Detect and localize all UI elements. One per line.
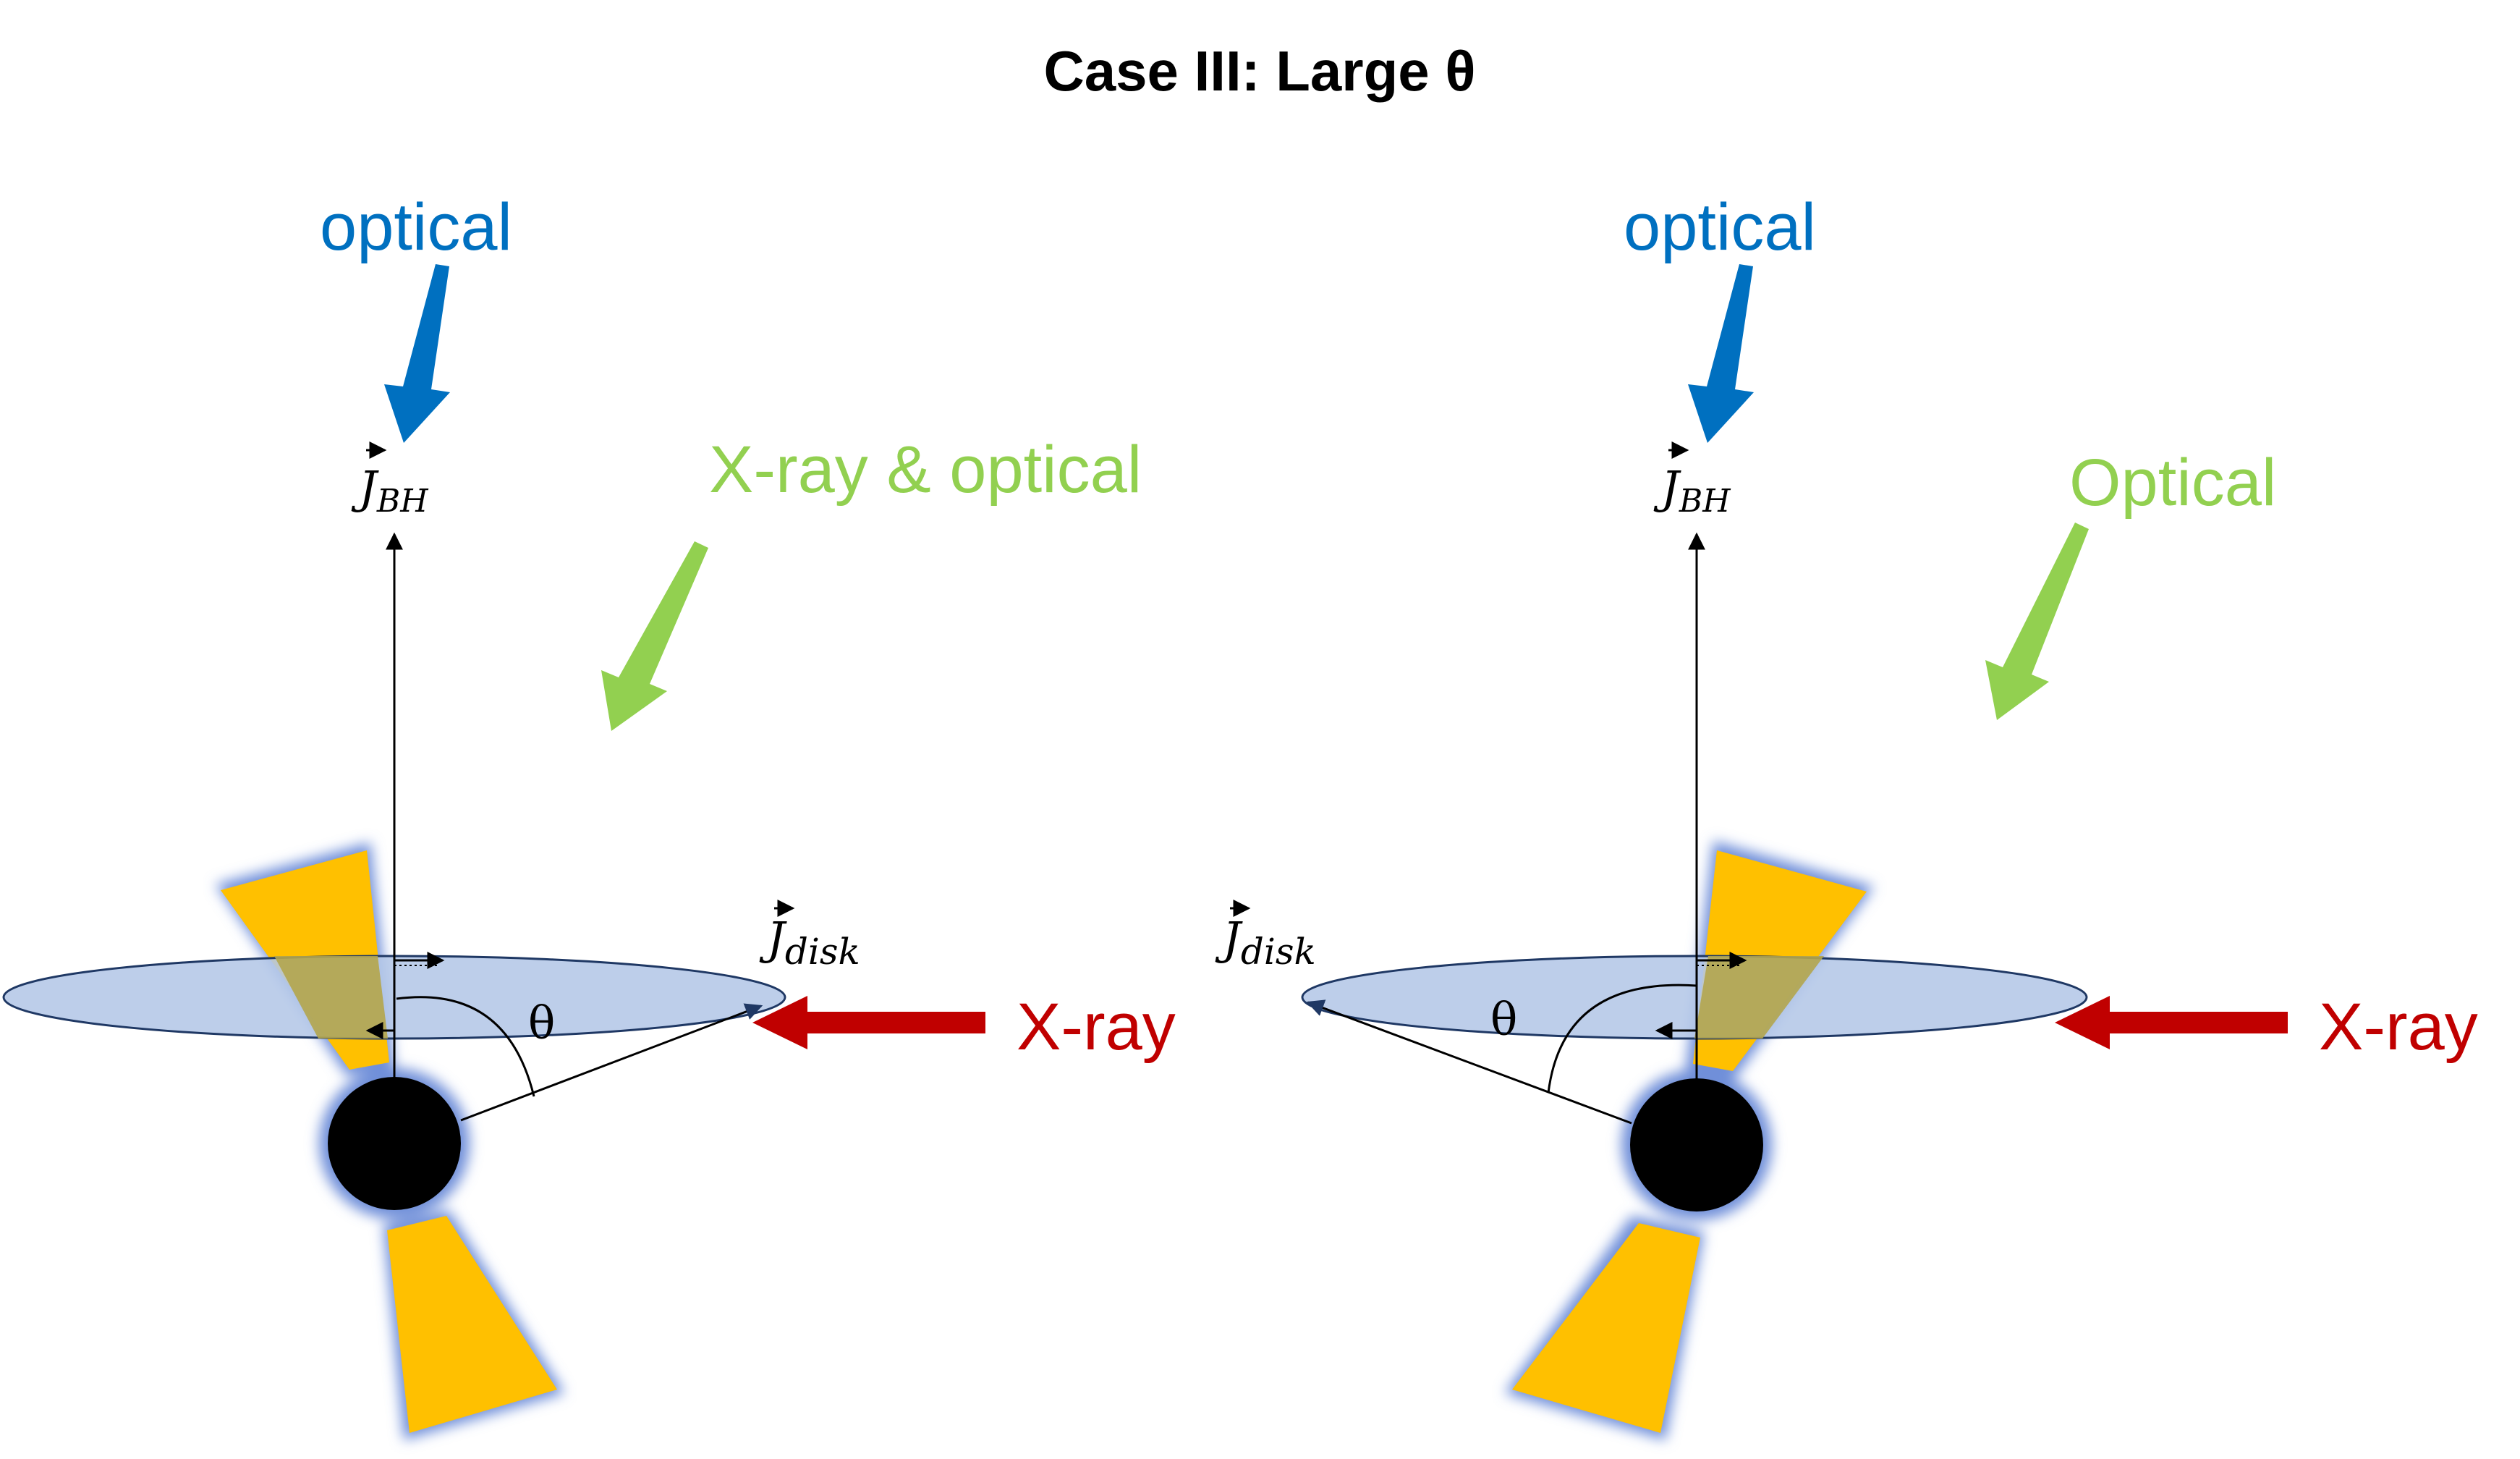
right-jet-overlap <box>1694 956 1824 1039</box>
right-theta-label: θ <box>1490 993 1517 1046</box>
diagram-title: Case III: Large θ <box>1043 39 1475 103</box>
left-panel: optical X-ray & optical JBH Jdisk <box>2 190 1176 1440</box>
left-jbh-label: JBH <box>351 461 429 520</box>
left-theta-arc <box>396 996 535 1097</box>
right-optical-label: optical <box>1624 190 1816 264</box>
right-optical-arrow <box>1688 264 1754 443</box>
left-green-arrow <box>601 541 708 731</box>
right-accretion-disk <box>1301 955 2088 1040</box>
right-jdisk-label: Jdisk <box>1215 912 1316 973</box>
left-black-hole <box>328 1077 461 1210</box>
left-jet-overlap <box>274 956 388 1039</box>
left-theta-label: θ <box>528 997 555 1049</box>
right-xray-arrow <box>2055 996 2288 1049</box>
right-green-label: Optical <box>2069 446 2276 520</box>
left-jdisk-label: Jdisk <box>759 912 860 973</box>
right-green-arrow <box>1985 523 2089 720</box>
right-panel: optical Optical JBH Jdisk <box>1215 190 2478 1440</box>
right-xray-label: X-ray <box>2319 990 2478 1064</box>
left-lower-jet <box>387 1216 557 1433</box>
left-jdisk-vector <box>460 1003 763 1122</box>
right-black-hole <box>1630 1078 1763 1211</box>
left-optical-arrow <box>384 264 450 443</box>
right-jdisk-vector <box>1306 999 1632 1125</box>
left-optical-label: optical <box>320 190 512 264</box>
right-theta-arc <box>1547 984 1697 1094</box>
left-xray-arrow <box>752 996 985 1049</box>
left-green-label: X-ray & optical <box>709 433 1142 507</box>
right-jbh-label: JBH <box>1653 461 1731 520</box>
left-xray-label: X-ray <box>1017 990 1176 1064</box>
right-lower-jet <box>1512 1223 1700 1433</box>
